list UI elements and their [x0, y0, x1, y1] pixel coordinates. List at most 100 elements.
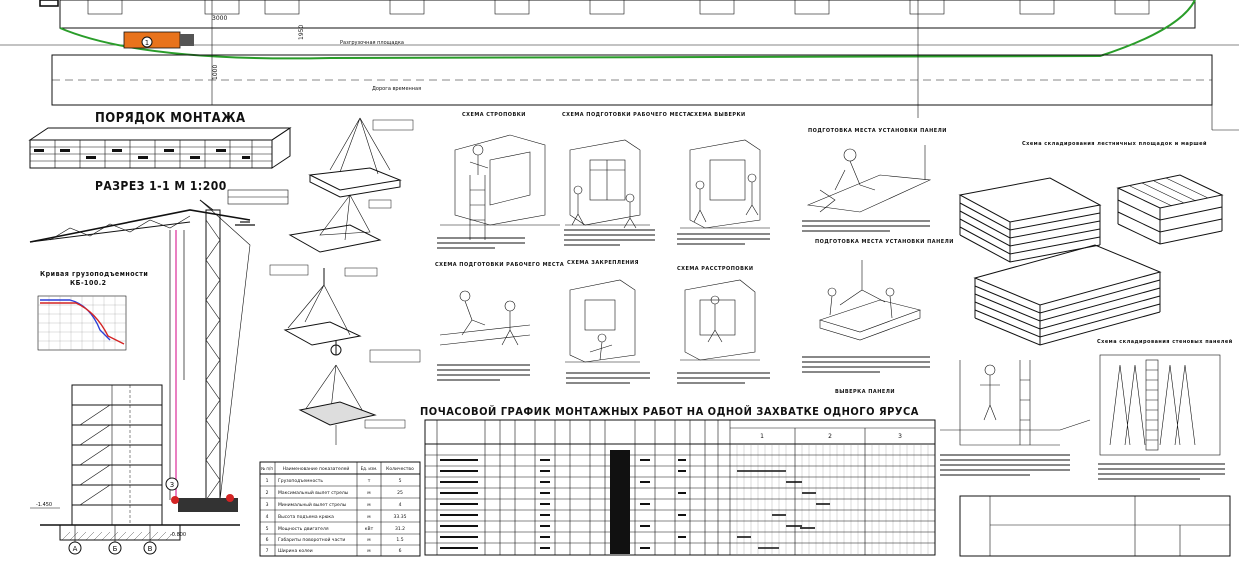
crane-work-zone-line [59, 0, 1196, 60]
platform-label: Разгрузочная площадка [340, 40, 404, 46]
spec-row-7-name: Ширина колеи [278, 548, 313, 554]
spec-row-2-no: 2 [266, 490, 269, 496]
spec-row-6-qty: 1.5 [396, 537, 403, 543]
scheme-captions [437, 220, 930, 384]
axis-a: А [73, 545, 78, 553]
spec-row-2-name: Максимальный вылет стрелы [278, 489, 349, 496]
scheme-slinging-title: СХЕМА СТРОПОВКИ [462, 112, 526, 118]
spec-row-3-name: Минимальный вылет стрелы [278, 501, 347, 508]
spec-header-qty: Количество [386, 466, 414, 472]
capacity-curve-red [40, 302, 125, 345]
scheme-illustration-5 [819, 260, 922, 341]
tower-crane: 3 [29, 189, 289, 512]
axis-b: Б [113, 545, 118, 553]
truck-icon: 1 [123, 31, 194, 49]
scaffold-scheme [940, 360, 1091, 446]
spec-table-rows: 1 Грузоподъемность т 5 2 Максимальный вы… [266, 478, 407, 554]
level-mark: -1.450 [36, 502, 52, 508]
spec-row-5-unit: кВт [365, 526, 374, 532]
building-windows [87, 0, 1150, 15]
gantt-bars [737, 470, 830, 549]
scheme-illustration-8 [680, 279, 760, 361]
spec-row-4-qty: 33.35 [394, 514, 407, 520]
spec-row-1-no: 1 [266, 478, 269, 484]
wall-panel-storage: Схема складирования стеновых панелей [940, 338, 1233, 557]
spec-header-unit: Ед. изм. [361, 466, 378, 471]
spec-row-3-no: 3 [266, 502, 269, 508]
dimension-3000: 3000 [212, 15, 227, 22]
grid-axes: А Б В [68, 525, 157, 555]
schedule-day-2: 2 [828, 433, 832, 440]
road-label: Дорога временная [372, 86, 421, 92]
spec-row-6-no: 6 [266, 537, 269, 543]
bottom-mark: -0.800 [170, 532, 186, 538]
capacity-curve-blue [40, 299, 111, 341]
scheme-unslinging-title: СХЕМА РАССТРОПОВКИ [677, 266, 754, 272]
spec-row-2-unit: м [367, 491, 370, 496]
spec-row-2-qty: 25 [397, 490, 403, 496]
axis-v: В [148, 545, 153, 553]
spec-row-3-unit: м [367, 503, 370, 508]
scheme-prep-title: СХЕМА ПОДГОТОВКИ РАБОЧЕГО МЕСТА [562, 112, 691, 118]
schedule-day-3: 3 [898, 433, 902, 440]
spec-row-4-name: Высота подъема крюка [278, 514, 334, 520]
schedule-title: ПОЧАСОВОЙ ГРАФИК МОНТАЖНЫХ РАБОТ НА ОДНО… [420, 405, 919, 418]
scheme-illustration-3 [680, 139, 770, 229]
mounting-order-title: ПОРЯДОК МОНТАЖА [95, 111, 246, 126]
scheme-illustration-1 [440, 134, 560, 240]
scheme-illustration-6 [439, 290, 531, 346]
spec-row-5-no: 5 [266, 526, 269, 532]
schedule-rows [425, 454, 935, 544]
schedule-day-1: 1 [760, 433, 764, 440]
truck-number: 1 [145, 39, 149, 47]
stair-storage-title: Схема складирования лестничных площадок … [1022, 140, 1207, 147]
spec-row-5-qty: 31.2 [395, 526, 405, 532]
site-plan: Дорога временная Разгрузочная площадка 1… [0, 0, 1239, 131]
scheme-illustration-4 [806, 145, 932, 213]
slinging-devices [269, 117, 421, 445]
dimension-1950: 1950 [298, 25, 305, 40]
spec-row-3-qty: 4 [399, 502, 402, 508]
mounting-order-block: ПОРЯДОК МОНТАЖА [28, 111, 292, 169]
hourly-schedule: ПОЧАСОВОЙ ГРАФИК МОНТАЖНЫХ РАБОТ НА ОДНО… [420, 405, 936, 556]
stair-storage: Схема складирования лестничных площадок … [958, 140, 1224, 346]
spec-row-5-name: Мощность двигателя [278, 526, 329, 532]
spec-row-7-qty: 6 [399, 548, 402, 554]
spec-row-6-name: Габариты поворотной части [278, 536, 345, 543]
scheme-alignment-title: СХЕМА ВЫВЕРКИ [690, 112, 746, 118]
spec-row-1-qty: 5 [399, 478, 402, 484]
spec-row-7-no: 7 [266, 548, 269, 554]
scheme-prep2-title: СХЕМА ПОДГОТОВКИ РАБОЧЕГО МЕСТА [435, 262, 564, 268]
spec-row-7-unit: м [367, 549, 370, 554]
title-block [959, 495, 1231, 557]
mounting-order-grid [30, 140, 272, 168]
crane-spec-table: № п/п Наименование показателей Ед. изм. … [259, 461, 421, 557]
spec-row-1-name: Грузоподъемность [278, 478, 323, 484]
capacity-crane-model: КБ-100.2 [70, 279, 106, 287]
scheme-panel-alignment-title: ВЫВЕРКА ПАНЕЛИ [835, 389, 895, 395]
scheme-panel-install-title: ПОДГОТОВКА МЕСТА УСТАНОВКИ ПАНЕЛИ [815, 239, 954, 245]
section-title: РАЗРЕЗ 1-1 М 1:200 [95, 179, 227, 193]
spec-row-6-unit: м [367, 538, 370, 543]
spec-header-name: Наименование показателей [283, 465, 350, 472]
schedule-columns [436, 420, 866, 555]
panel-stack [973, 244, 1162, 346]
dimension-1000: 1000 [212, 65, 219, 80]
scheme-illustration-7 [565, 279, 640, 363]
capacity-title: Кривая грузоподъемности [40, 270, 148, 278]
scheme-panel-site-title: ПОДГОТОВКА МЕСТА УСТАНОВКИ ПАНЕЛИ [808, 128, 947, 134]
scheme-fixing-title: СХЕМА ЗАКРЕПЛЕНИЯ [567, 260, 639, 266]
crane-position-number: 3 [170, 481, 174, 489]
spec-row-1-unit: т [368, 479, 371, 484]
section-block: РАЗРЕЗ 1-1 М 1:200 3 [29, 179, 289, 555]
building-section: -1.450 -0.800 [30, 384, 240, 541]
wall-storage-title: Схема складирования стеновых панелей [1097, 338, 1233, 345]
spec-row-4-unit: м [367, 515, 370, 520]
spec-row-4-no: 4 [266, 514, 269, 520]
spec-header-no: № п/п [261, 466, 273, 471]
scheme-illustration-2 [565, 139, 650, 229]
capacity-chart: Кривая грузоподъемности КБ-100.2 [37, 270, 148, 351]
schedule-cell-text [440, 450, 686, 554]
